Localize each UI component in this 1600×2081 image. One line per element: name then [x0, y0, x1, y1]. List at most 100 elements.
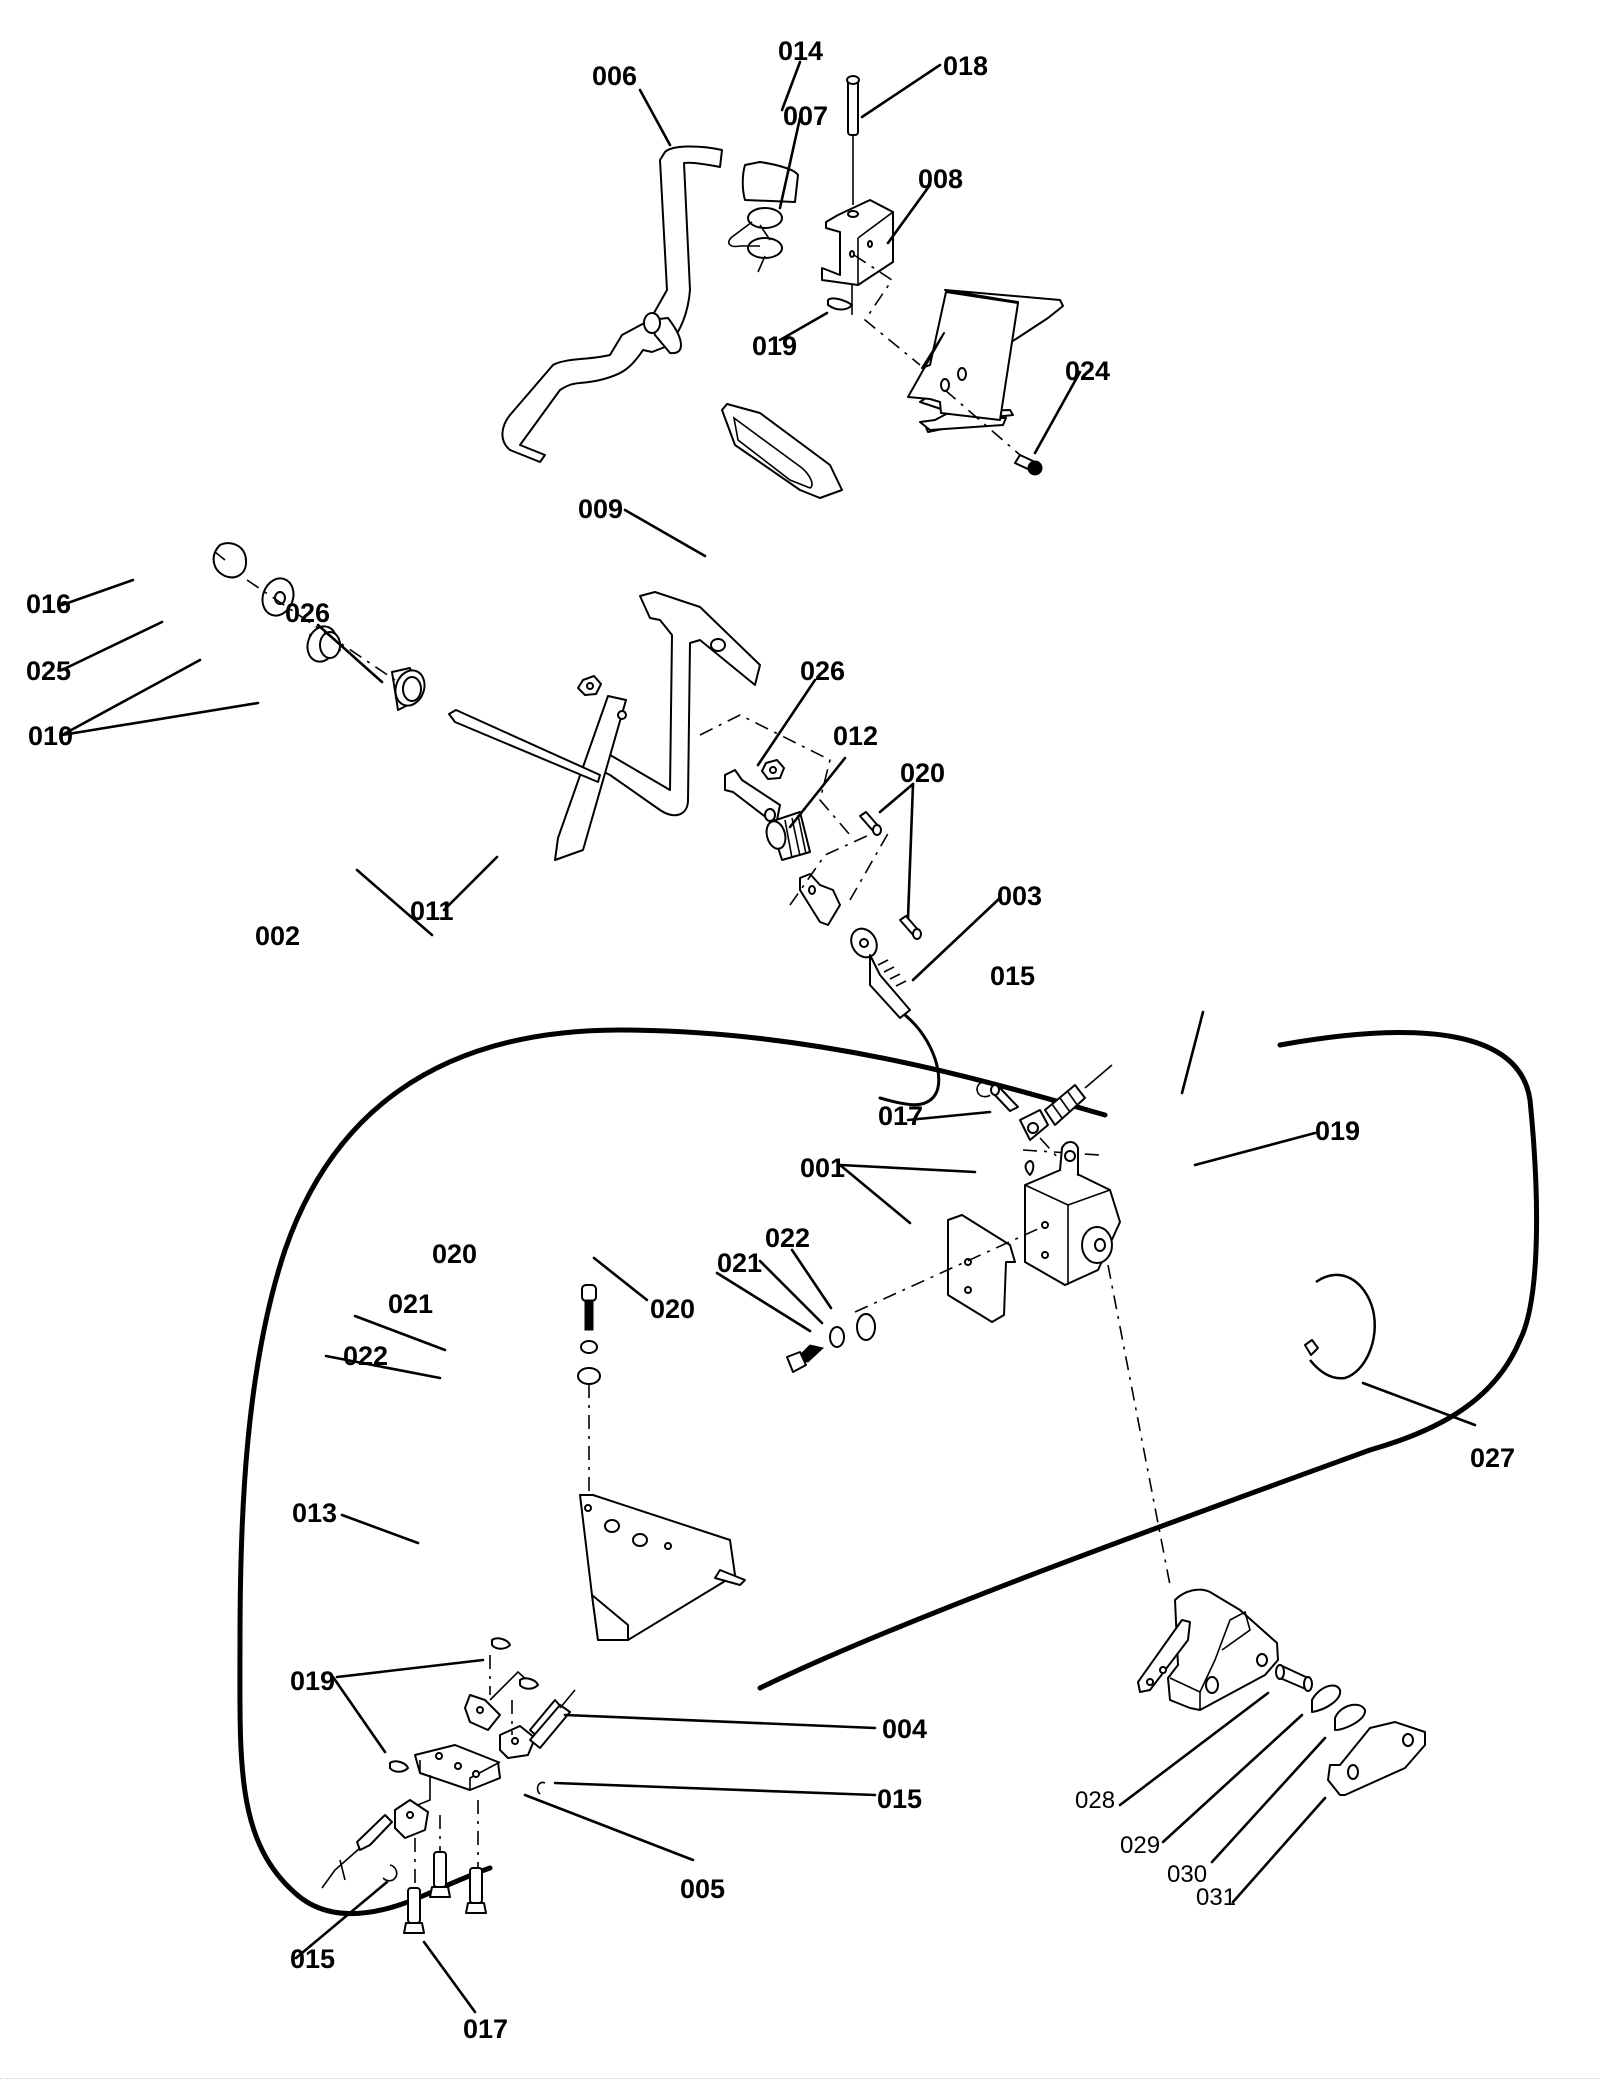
callout-010: 010 — [28, 721, 73, 751]
callout-012: 012 — [833, 721, 878, 751]
callout-025: 025 — [26, 656, 71, 686]
assembly-line-012 — [789, 829, 891, 906]
part-016-circlip — [212, 542, 248, 579]
callout-030: 030 — [1167, 1861, 1207, 1888]
part-005-block — [409, 1744, 501, 1809]
cover-plate — [907, 291, 1019, 421]
part-021-lockwasher-left — [580, 1340, 598, 1354]
callout-020-left: 020 — [432, 1239, 477, 1269]
part-031-cam-plate — [1327, 1721, 1426, 1796]
part-019-clip-bottom-a — [491, 1637, 511, 1650]
callout-029: 029 — [1120, 1832, 1160, 1859]
part-017-pin-bottom-b — [429, 1851, 451, 1898]
part-cable-end-right — [1019, 1064, 1113, 1141]
callout-008: 008 — [918, 164, 963, 194]
part-015-clip-top — [976, 1080, 991, 1098]
part-006-rod — [501, 145, 723, 463]
callout-017-bottom: 017 — [463, 2014, 508, 2044]
part-004-cable-end — [529, 1689, 576, 1749]
part-026-nut-left — [577, 675, 602, 696]
part-019-clip-top — [827, 297, 853, 311]
callout-001: 001 — [800, 1153, 845, 1183]
callout-020-right: 020 — [650, 1294, 695, 1324]
part-020-bolt-left — [581, 1284, 597, 1331]
part-015-clip-right — [536, 1781, 546, 1795]
callout-031: 031 — [1196, 1884, 1236, 1911]
callout-013: 013 — [292, 1498, 337, 1528]
callout-017-mid: 017 — [878, 1101, 923, 1131]
part-019-clip-bottom-c — [389, 1760, 409, 1773]
assembly-line-008 — [853, 254, 921, 366]
callout-021-right: 021 — [717, 1248, 762, 1278]
callout-027: 027 — [1470, 1443, 1515, 1473]
part-clevis — [799, 873, 841, 926]
part-021-lockwasher-right — [829, 1326, 845, 1348]
cable-loop-right — [757, 1030, 1540, 1691]
callout-016: 016 — [26, 589, 71, 619]
part-007-spring — [728, 207, 783, 273]
assembly-line-028 — [1107, 1264, 1171, 1586]
callout-011: 011 — [410, 896, 454, 926]
leader-lines — [60, 60, 1477, 2014]
page-bottom-border — [0, 2078, 1600, 2079]
callout-026-right: 026 — [800, 656, 845, 686]
callout-022-left: 022 — [343, 1341, 388, 1371]
callout-020-top: 020 — [900, 758, 945, 788]
part-019-clip-bottom-b — [519, 1677, 539, 1690]
part-020-pin-a — [859, 811, 882, 836]
cable-end-left — [321, 1847, 361, 1889]
part-001-switch-block — [1024, 1141, 1121, 1286]
callout-019-bottom: 019 — [290, 1666, 335, 1696]
callout-018: 018 — [943, 51, 988, 81]
callout-009: 009 — [578, 494, 623, 524]
plate-hole — [940, 378, 950, 392]
part-026-nut-right — [761, 759, 785, 780]
callout-024: 024 — [1065, 356, 1110, 386]
part-018-pin — [846, 75, 860, 205]
part-013-bracket — [579, 1494, 746, 1641]
part-003-cable-end — [850, 927, 941, 1107]
callout-021-left: 021 — [388, 1289, 433, 1319]
part-015-clip-bottom — [382, 1864, 398, 1882]
part-020-pin-b — [899, 915, 922, 940]
callout-019-mid: 019 — [1315, 1116, 1360, 1146]
part-020-bolt-right — [786, 1344, 825, 1373]
cable-loop — [237, 1027, 1108, 1917]
part-024-bolt — [1014, 454, 1043, 476]
part-009-pedal-pad — [721, 403, 843, 499]
part-017-pin-bottom-c — [465, 1867, 487, 1914]
part-010-bushing-a — [306, 625, 341, 663]
part-027-snap-ring — [1304, 1273, 1376, 1380]
callout-015-top: 015 — [990, 961, 1035, 991]
part-008-bracket — [821, 199, 894, 315]
plate-hole — [957, 367, 967, 381]
part-028-cam-housing — [1137, 1588, 1279, 1711]
callout-015-right: 015 — [877, 1784, 922, 1814]
callout-007: 007 — [783, 101, 828, 131]
part-029-pin — [1275, 1664, 1313, 1692]
callout-014: 014 — [778, 36, 823, 66]
part-019-clip-mid — [1024, 1160, 1035, 1176]
part-022-washer-left — [577, 1367, 601, 1385]
callout-026-left: 026 — [285, 598, 330, 628]
part-025-washer — [261, 577, 295, 617]
callout-015-bottom: 015 — [290, 1944, 335, 1974]
part-030-spacers — [1311, 1684, 1366, 1731]
part-005-clevis-left — [356, 1799, 429, 1851]
part-012-spring — [765, 811, 811, 861]
assembly-line-washers — [854, 1227, 1041, 1313]
part-010-bushing-b — [391, 667, 426, 711]
part-005-clevis-top — [464, 1670, 531, 1731]
part-002-pedal-lever — [448, 591, 761, 861]
callout-028: 028 — [1075, 1787, 1115, 1814]
part-017-pin-mid — [990, 1084, 1019, 1112]
callout-003: 003 — [997, 881, 1042, 911]
part-022-washer-right — [856, 1313, 876, 1341]
part-011-lever — [724, 769, 781, 826]
callout-004: 004 — [882, 1714, 927, 1744]
callout-006: 006 — [592, 61, 637, 91]
callout-019-top: 019 — [752, 331, 797, 361]
callout-005: 005 — [680, 1874, 725, 1904]
part-001-bracket — [947, 1214, 1016, 1323]
